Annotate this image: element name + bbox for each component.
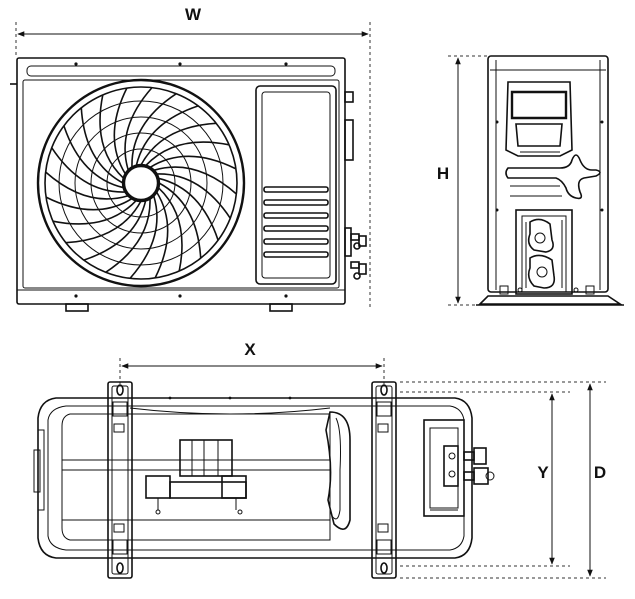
mount-spacing-dimension: X [119,340,385,384]
fan-grille-spoke [154,191,169,279]
service-valve-icon [344,227,367,280]
fan-grille-spoke [156,173,231,219]
fan-grille-spoke [158,182,202,259]
fan-grille-spoke [158,177,219,241]
fan-grille-spoke [52,199,137,225]
fan-grille-spoke [124,87,153,171]
service-panel [255,85,337,285]
fan-grille-spoke [131,93,177,168]
fan-grille-spoke [99,94,125,179]
depth-label: D [594,463,606,482]
fan-grille-spoke [140,122,217,166]
fan-grille-spoke [45,171,129,200]
fan-grille-spoke [149,155,237,170]
service-valve-icon [515,209,573,295]
top-cabinet [37,397,473,559]
mount-depth-label: Y [537,463,549,482]
fan-grille-spoke [135,105,199,166]
front-cabinet [16,57,346,305]
fan-grille-spoke [145,141,230,167]
fan-grille-spoke [105,198,151,273]
fan-grille-spoke [51,147,126,193]
width-dimension: W [15,5,371,310]
fan-grille-spoke [63,125,124,189]
front-view: W [10,5,371,312]
height-label: H [437,164,449,183]
fan-grille-spoke [45,196,133,211]
mounting-foot-icon [107,381,133,579]
top-view: X Y D [33,340,606,579]
central-bracket [145,439,247,515]
service-valve-icon [423,419,495,517]
mount-spacing-label: X [244,340,256,359]
fan-grille-spoke [113,87,128,175]
side-view: H [437,55,624,306]
fan-grille-icon [36,78,246,288]
fan-grille-spoke [153,166,237,195]
width-label: W [185,5,202,24]
height-dimension: H [437,55,500,306]
fan-grille-spoke [80,107,124,184]
carry-handle [505,81,573,157]
panel-louvres [263,186,329,258]
fan-grille-spoke [65,200,142,244]
fan-grille-spoke [83,200,147,261]
fan-grille-spoke [157,187,183,272]
mounting-foot-icon [371,381,397,579]
depth-dimensions: Y D [400,381,606,579]
fan-grille-spoke [129,195,158,279]
